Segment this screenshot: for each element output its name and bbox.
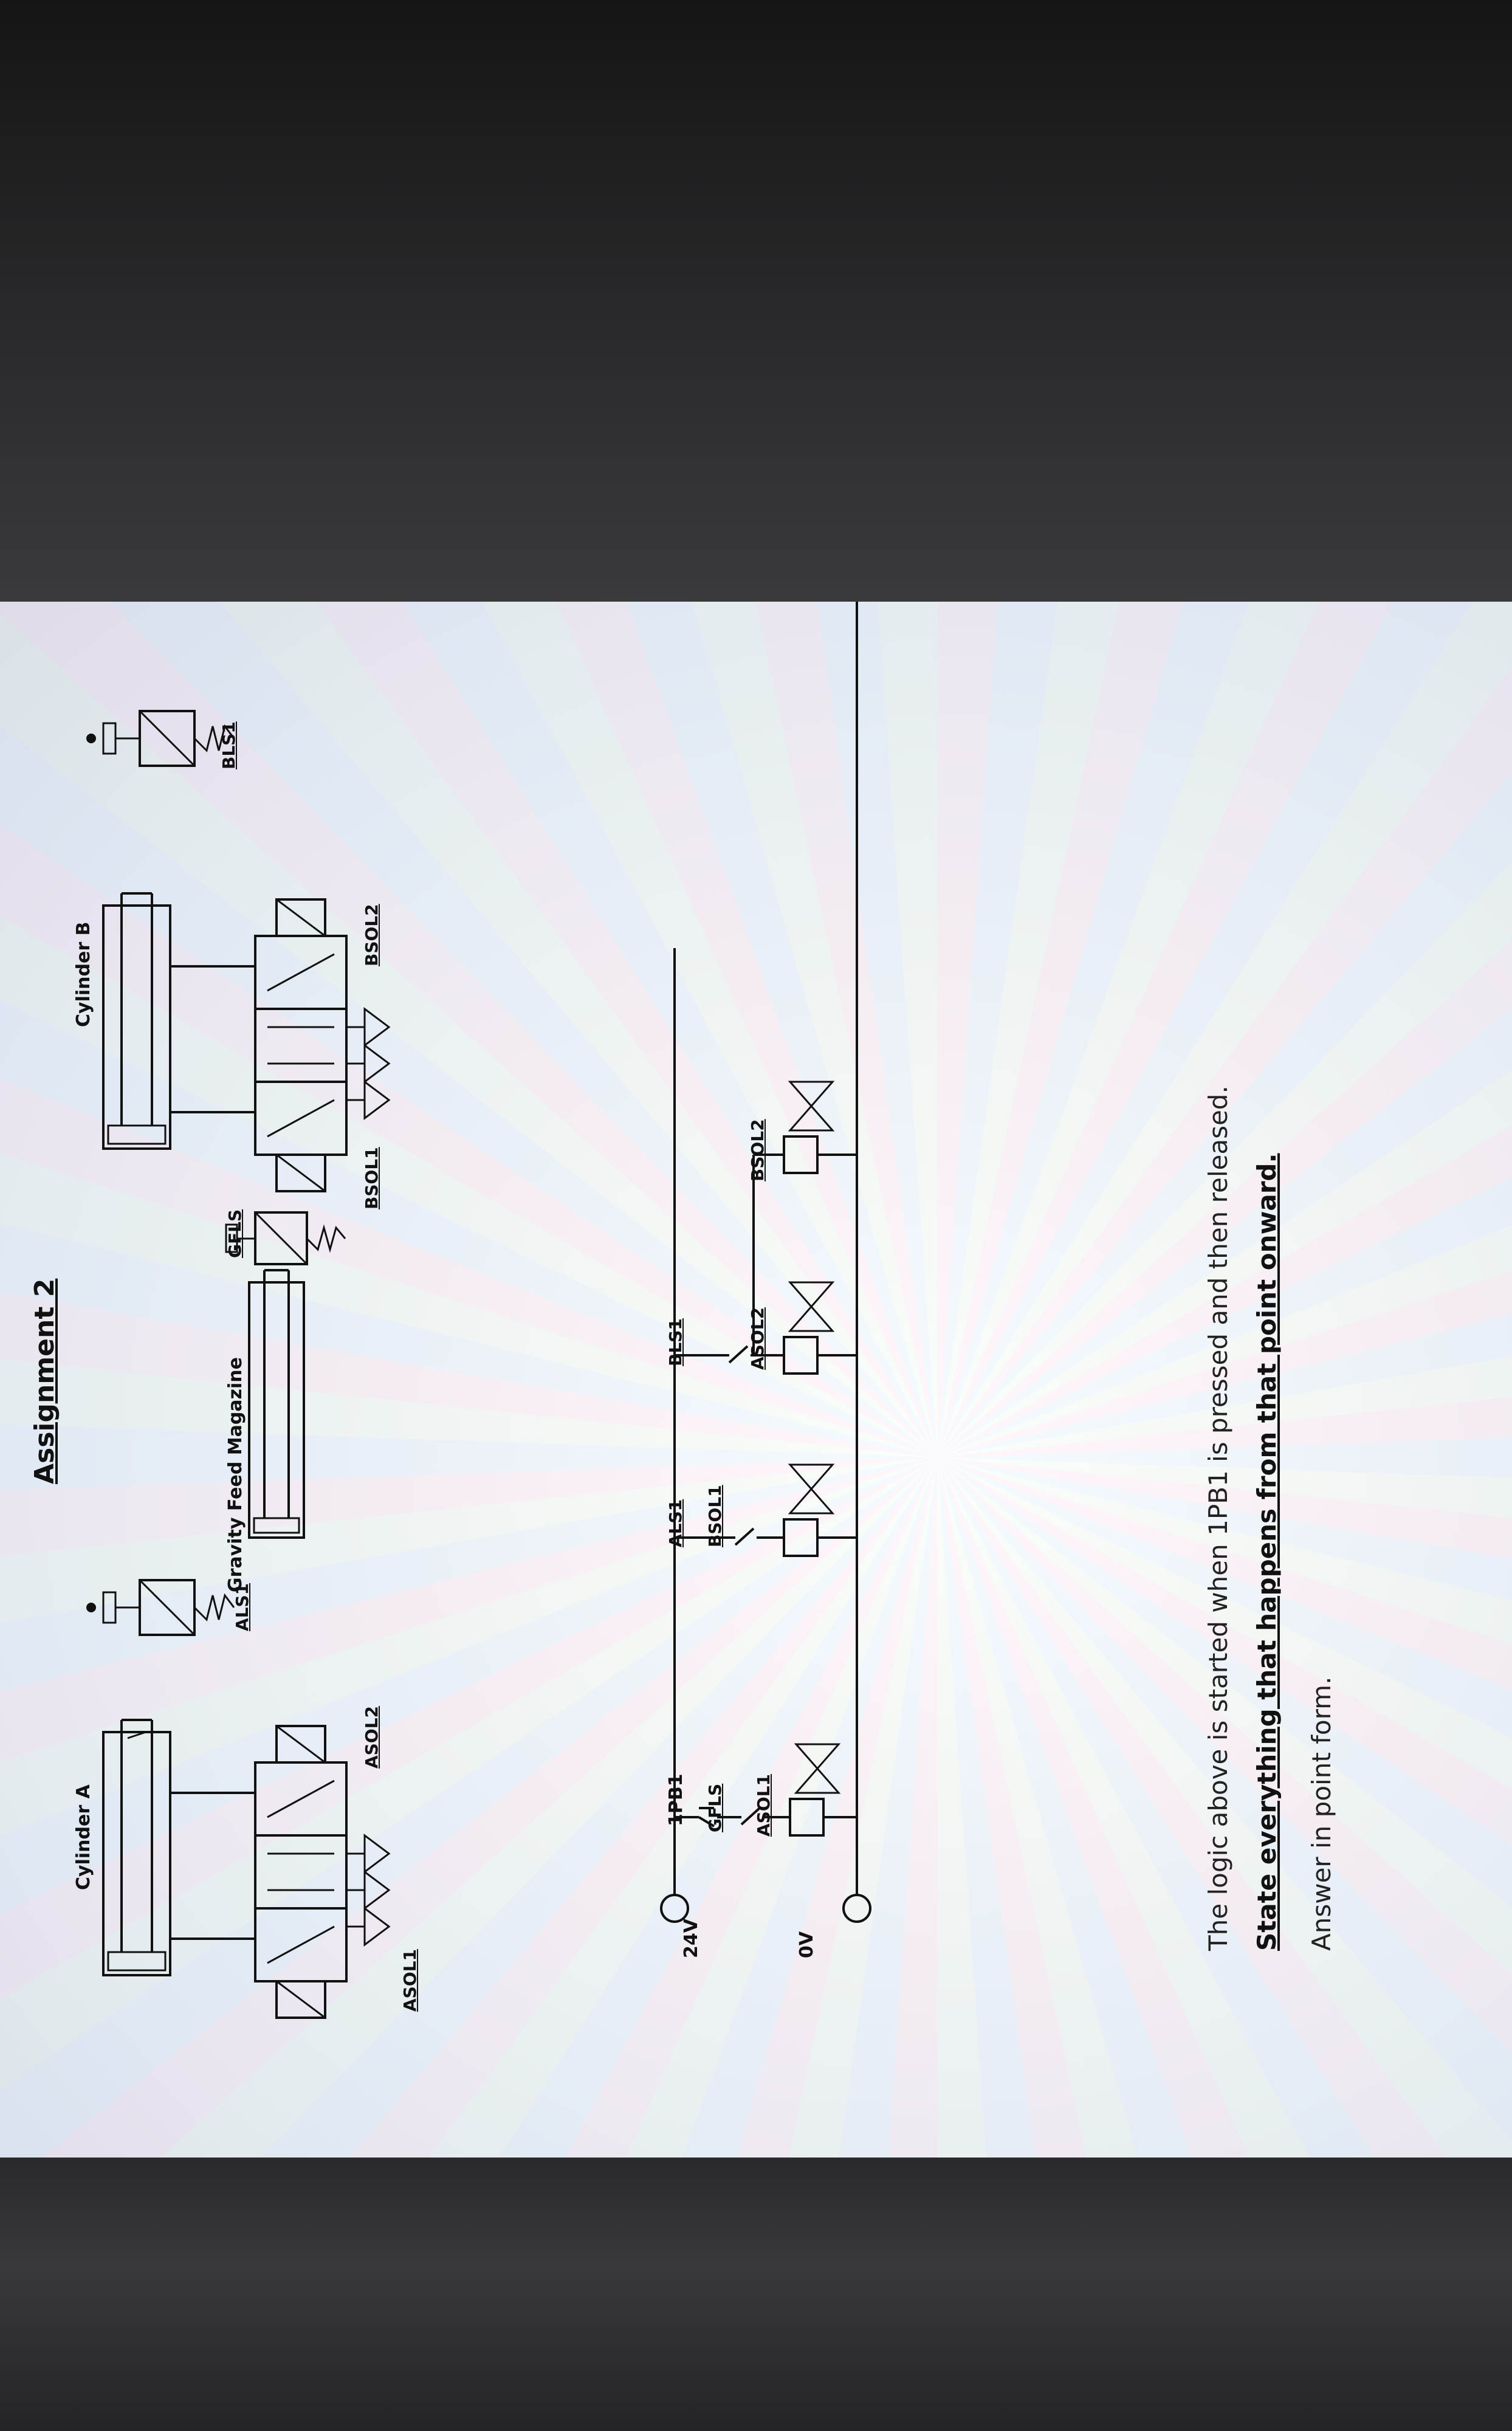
cylinder-a: [102, 1719, 171, 1976]
als1-switch-symbol: [86, 1579, 235, 1636]
valve-b: [254, 898, 391, 1192]
gravity-feed-magazine: [248, 1269, 305, 1539]
monitor-bezel-bottom: [0, 2158, 1512, 2431]
cylinder-b: [102, 892, 171, 1150]
ladder-diagram: [660, 602, 871, 1923]
diagram-drawing: [86, 602, 871, 2019]
valve-a: [254, 1725, 391, 2019]
assignment-page: Assignment 2 Cylinder A Cylinder B Gravi…: [0, 602, 1512, 2158]
monitor-bezel-top: [0, 0, 1512, 602]
bls1-switch-symbol: [86, 710, 235, 767]
screen: Assignment 2 Cylinder A Cylinder B Gravi…: [0, 602, 1512, 2158]
gfls-switch-symbol: [225, 1211, 346, 1265]
